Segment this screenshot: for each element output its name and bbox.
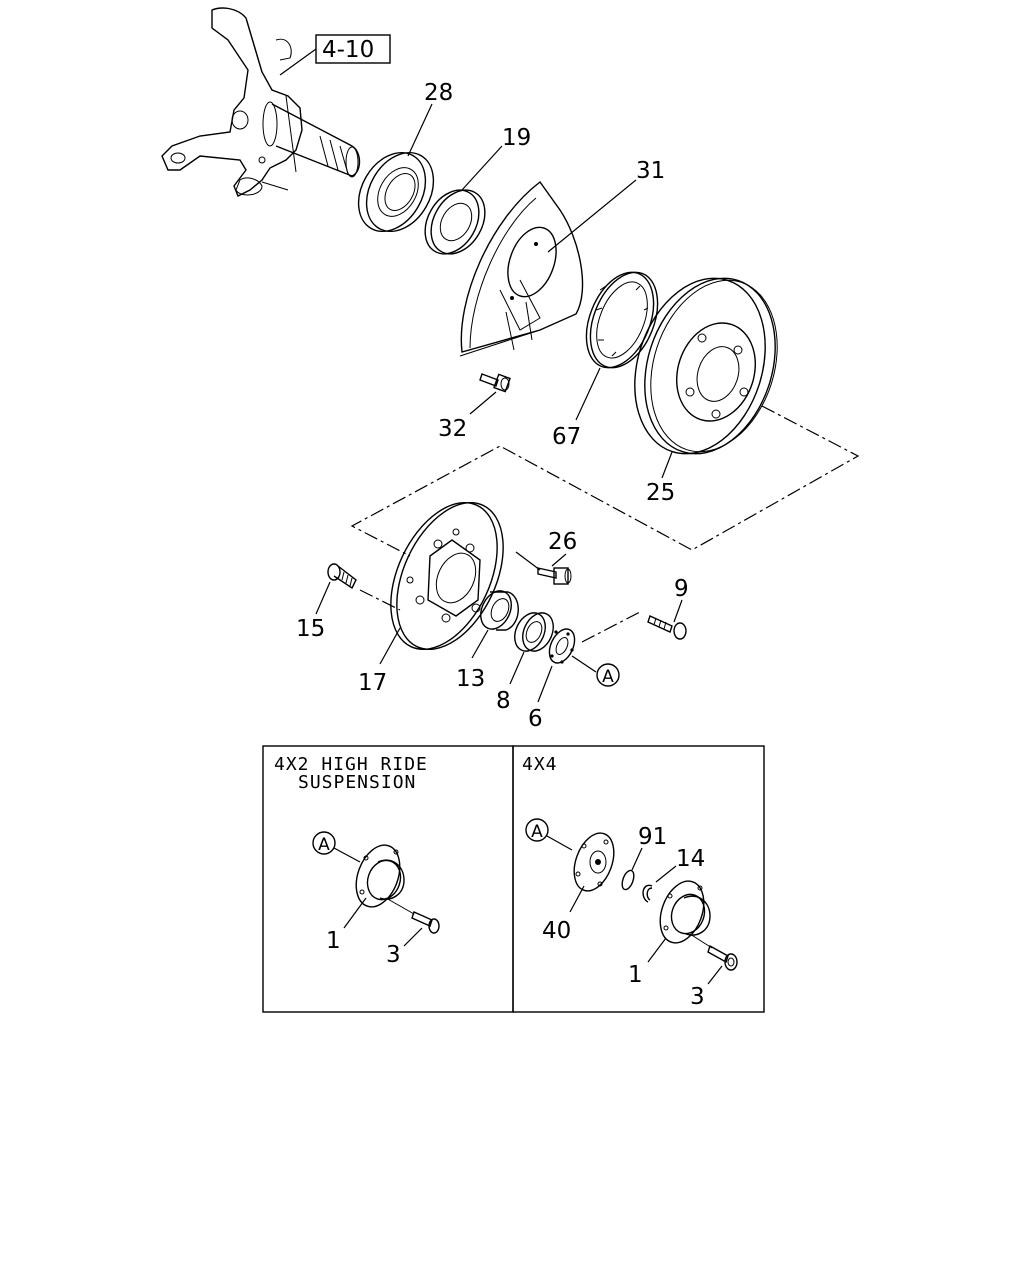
callout-26: 26 bbox=[548, 529, 577, 555]
marker-a-main-label: A bbox=[602, 667, 614, 687]
bolt-32 bbox=[469, 373, 511, 415]
dust-shield-31 bbox=[459, 179, 637, 357]
bearing-13 bbox=[471, 590, 519, 659]
callout-19: 19 bbox=[502, 125, 531, 151]
inset-right-callout-40: 40 bbox=[542, 918, 571, 944]
callout-32: 32 bbox=[438, 416, 467, 442]
lock-washer-6 bbox=[537, 611, 641, 703]
oil-seal-67 bbox=[575, 271, 659, 421]
bearing-28 bbox=[357, 103, 435, 233]
reference-box: 4-10 bbox=[279, 34, 391, 76]
reference-box-label: 4-10 bbox=[322, 37, 374, 63]
callout-31: 31 bbox=[636, 158, 665, 184]
drive-flange-40 bbox=[569, 832, 615, 913]
hub-17 bbox=[379, 501, 504, 665]
callout-15: 15 bbox=[296, 616, 325, 642]
inset-right-callout-91: 91 bbox=[638, 824, 667, 850]
callout-9: 9 bbox=[674, 576, 689, 602]
bolt-3-left bbox=[385, 897, 440, 947]
callout-13: 13 bbox=[456, 666, 485, 692]
marker-a-main: A bbox=[596, 663, 620, 687]
callout-28: 28 bbox=[424, 80, 453, 106]
marker-a-right-label: A bbox=[531, 822, 543, 842]
inset-right-callout-3: 3 bbox=[690, 984, 705, 1010]
bolt-9 bbox=[647, 599, 687, 640]
inset-left-title-line1: 4X2 HIGH RIDE bbox=[274, 754, 428, 775]
inset-left-callout-1: 1 bbox=[326, 928, 341, 954]
hub-cap-left bbox=[343, 844, 405, 929]
inset-left-callout-3: 3 bbox=[386, 942, 401, 968]
marker-a-left-label: A bbox=[318, 835, 330, 855]
callout-6: 6 bbox=[528, 706, 543, 732]
shim-91 bbox=[621, 847, 643, 891]
inset-right-callout-14: 14 bbox=[676, 846, 705, 872]
bolt-3-right bbox=[689, 933, 738, 985]
snap-ring-14 bbox=[642, 865, 677, 903]
callout-8: 8 bbox=[496, 688, 511, 714]
bolt-26 bbox=[515, 551, 572, 585]
steering-knuckle bbox=[161, 7, 361, 197]
callout-17: 17 bbox=[358, 670, 387, 696]
assembly-outline bbox=[350, 405, 860, 557]
hub-cap-right bbox=[647, 880, 711, 963]
brake-disc-25 bbox=[634, 277, 778, 479]
inset-right-callout-1: 1 bbox=[628, 962, 643, 988]
inset-right-title: 4X4 bbox=[522, 754, 558, 775]
inset-right-frame bbox=[512, 745, 765, 1013]
stud-15 bbox=[315, 563, 401, 615]
inset-left-title-line2: SUSPENSION bbox=[298, 772, 416, 793]
marker-a-left: A bbox=[312, 831, 361, 863]
callout-67: 67 bbox=[552, 424, 581, 450]
marker-a-right: A bbox=[525, 818, 573, 851]
bearing-19 bbox=[424, 145, 503, 255]
lock-nut-8 bbox=[509, 612, 554, 685]
callout-25: 25 bbox=[646, 480, 675, 506]
